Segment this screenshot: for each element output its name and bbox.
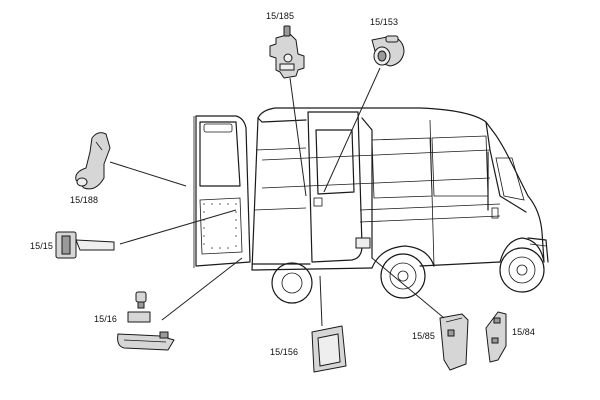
van-illustration bbox=[193, 107, 549, 304]
rear-wheel bbox=[271, 262, 313, 304]
part-15-156-bezel bbox=[311, 325, 347, 373]
callout-15-188: 15/188 bbox=[70, 195, 99, 205]
middle-wheel bbox=[380, 253, 426, 299]
callout-15-153: 15/153 bbox=[370, 17, 399, 27]
open-rear-door bbox=[193, 115, 251, 268]
part-15-188-hinge bbox=[75, 132, 111, 190]
part-15-185-latch bbox=[269, 25, 305, 79]
callout-15-85: 15/85 bbox=[412, 331, 436, 341]
leader-lines bbox=[109, 67, 445, 327]
leader-15-85 bbox=[371, 257, 445, 319]
leader-15-188 bbox=[109, 161, 187, 187]
callout-15-156: 15/156 bbox=[270, 347, 299, 357]
leader-15-153 bbox=[323, 67, 381, 193]
part-15-15-check-strap bbox=[55, 231, 115, 259]
leader-15-185 bbox=[289, 77, 307, 197]
callout-15-15: 15/15 bbox=[30, 241, 54, 251]
part-15-153-lock-barrel bbox=[371, 35, 405, 67]
leader-15-15 bbox=[119, 209, 237, 245]
part-15-16-striker bbox=[117, 291, 175, 351]
leader-15-156 bbox=[319, 275, 323, 327]
leader-15-16 bbox=[161, 257, 243, 321]
part-15-85-bracket bbox=[439, 313, 469, 371]
part-15-84-bracket bbox=[485, 311, 507, 363]
callout-15-16: 15/16 bbox=[94, 314, 118, 324]
callout-15-185: 15/185 bbox=[266, 11, 295, 21]
front-wheel bbox=[499, 247, 545, 293]
callout-15-84: 15/84 bbox=[512, 327, 536, 337]
